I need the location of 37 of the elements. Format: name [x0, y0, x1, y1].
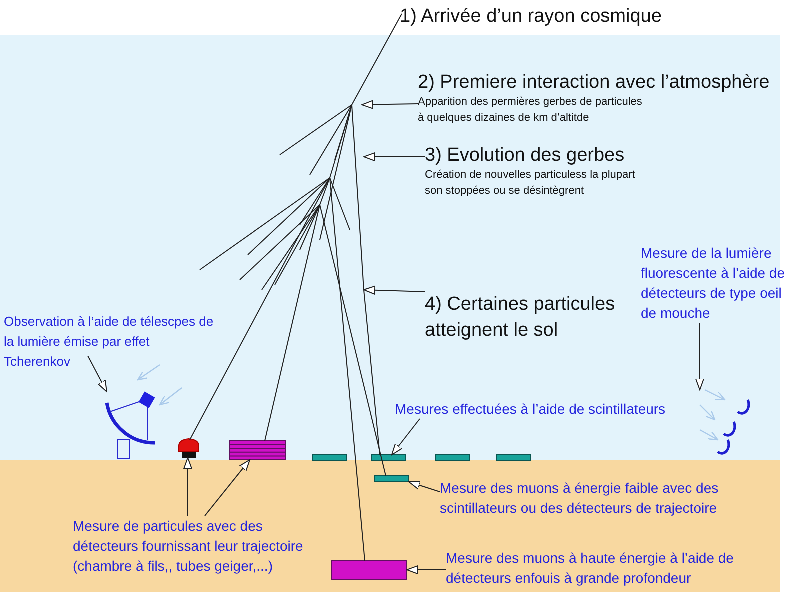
- leader-arrow: [408, 481, 440, 492]
- detector-block: [332, 560, 408, 580]
- leader-arrow: [392, 418, 420, 456]
- step-description: Création de nouvelles particuless la plupart son stoppées ou se désintègrent: [425, 168, 636, 199]
- detection-note: Observation à l’aide de télescpes de la lumière émise par effet Tcherenkov: [4, 312, 219, 372]
- fluorescence-detector-drawing: [700, 389, 750, 455]
- leader-arrow: [364, 286, 426, 295]
- scintillator-bar: [312, 454, 348, 462]
- leader-arrow: [184, 458, 192, 516]
- scintillator-bar: [496, 454, 532, 462]
- scintillator-bar: [374, 476, 410, 482]
- particle-track: [364, 290, 380, 456]
- leader-arrow: [696, 322, 704, 390]
- detection-note: Mesure de la lumière fluorescente à l’aide de détecteurs de type oeil de mouche: [641, 243, 787, 323]
- leader-arrow: [204, 460, 250, 516]
- step-heading: 1) Arrivée d’un rayon cosmique: [400, 6, 662, 28]
- leader-arrow: [364, 152, 426, 162]
- scintillator-bar: [372, 454, 406, 462]
- detector-block: [230, 440, 286, 460]
- particle-track: [330, 178, 366, 562]
- step-heading: 4) Certaines particules atteignent le sol: [425, 292, 640, 344]
- scintillator-bar: [436, 454, 470, 462]
- detection-note: Mesure des muons à haute énergie à l’aide de détecteurs enfouis à grande profondeur: [446, 548, 746, 588]
- leader-arrow: [362, 100, 418, 110]
- leader-arrow: [88, 356, 108, 392]
- detector-drawing: [178, 438, 200, 458]
- step-description: Apparition des permières gerbes de particules à quelques dizaines de km d’altitde: [418, 95, 644, 126]
- particle-shower-drawing: [200, 104, 364, 290]
- detection-note: Mesures effectuées à l’aide de scintillateurs: [395, 399, 666, 419]
- detection-note: Mesure de particules avec des détecteurs fournissant leur trajectoire (chambre à fils,, tubes geiger,...): [73, 516, 323, 576]
- step-heading: 2) Premiere interaction avec l’atmosphère: [418, 72, 771, 94]
- detection-note: Mesure des muons à énergie faible avec des scintillateurs ou des détecteurs de trajectoire: [440, 478, 785, 518]
- telescope-drawing: [105, 364, 182, 460]
- step-heading: 3) Evolution des gerbes: [425, 145, 626, 167]
- particle-track: [264, 204, 320, 442]
- leader-arrow: [406, 566, 446, 574]
- particle-track: [320, 204, 386, 476]
